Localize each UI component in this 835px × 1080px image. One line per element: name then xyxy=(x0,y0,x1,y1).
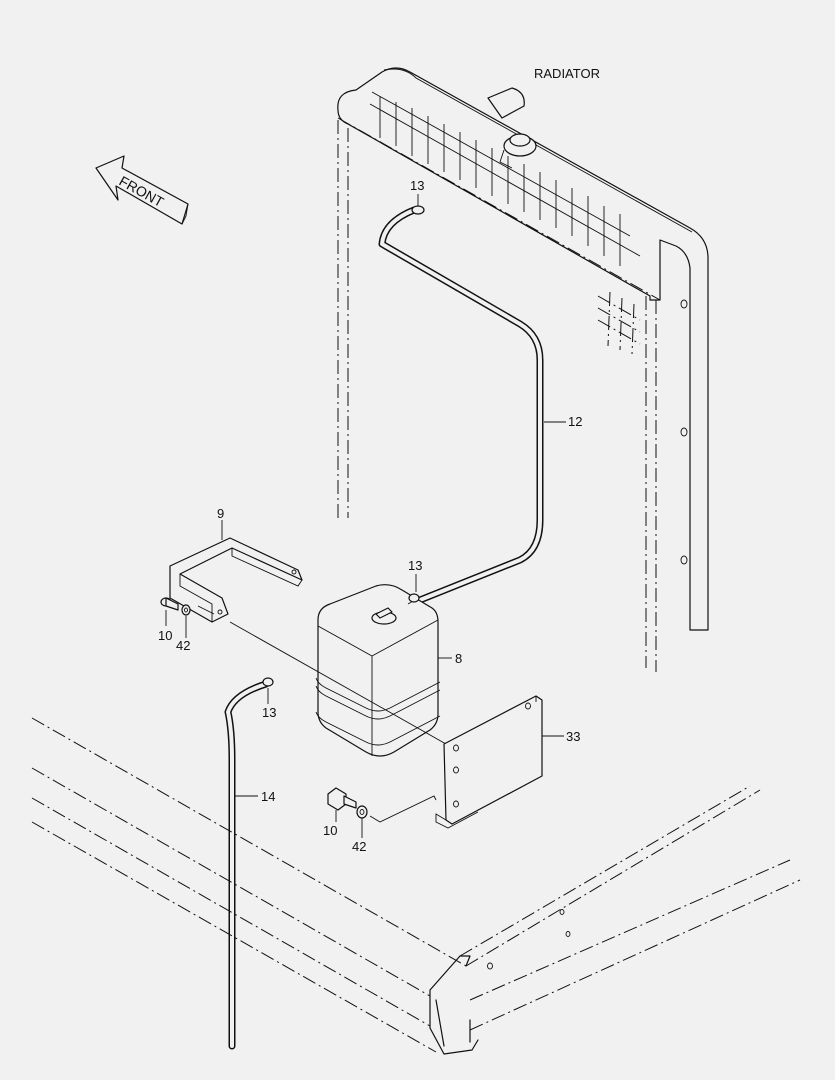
label-10-lower: 10 xyxy=(323,823,337,838)
hose-14 xyxy=(224,680,270,1050)
radiator-cap xyxy=(499,133,537,169)
label-13-overflow: 13 xyxy=(262,705,276,720)
label-13-tank: 13 xyxy=(408,558,422,573)
chassis-frame xyxy=(31,717,801,1055)
bolt-10-upper xyxy=(160,597,179,611)
label-13-top: 13 xyxy=(410,178,424,193)
label-12: 12 xyxy=(568,414,582,429)
label-14: 14 xyxy=(261,789,275,804)
front-arrow: FRONT xyxy=(95,155,189,225)
radiator xyxy=(337,67,709,672)
label-33: 33 xyxy=(566,729,580,744)
washer-42-upper xyxy=(181,604,191,616)
washer-42-lower xyxy=(356,805,368,819)
clamp-13-top xyxy=(411,194,425,215)
label-8: 8 xyxy=(455,651,462,666)
label-42-lower: 42 xyxy=(352,839,366,854)
coolant-tank-8 xyxy=(315,584,441,757)
clamp-13-tank xyxy=(408,574,420,603)
hose-12 xyxy=(378,206,544,604)
bolt-10-lower xyxy=(327,787,357,811)
label-9: 9 xyxy=(217,506,224,521)
bracket-33 xyxy=(229,621,543,829)
label-10-upper: 10 xyxy=(158,628,172,643)
label-42-upper: 42 xyxy=(176,638,190,653)
clamp-13-overflow xyxy=(262,677,274,704)
radiator-label: RADIATOR xyxy=(534,66,600,81)
